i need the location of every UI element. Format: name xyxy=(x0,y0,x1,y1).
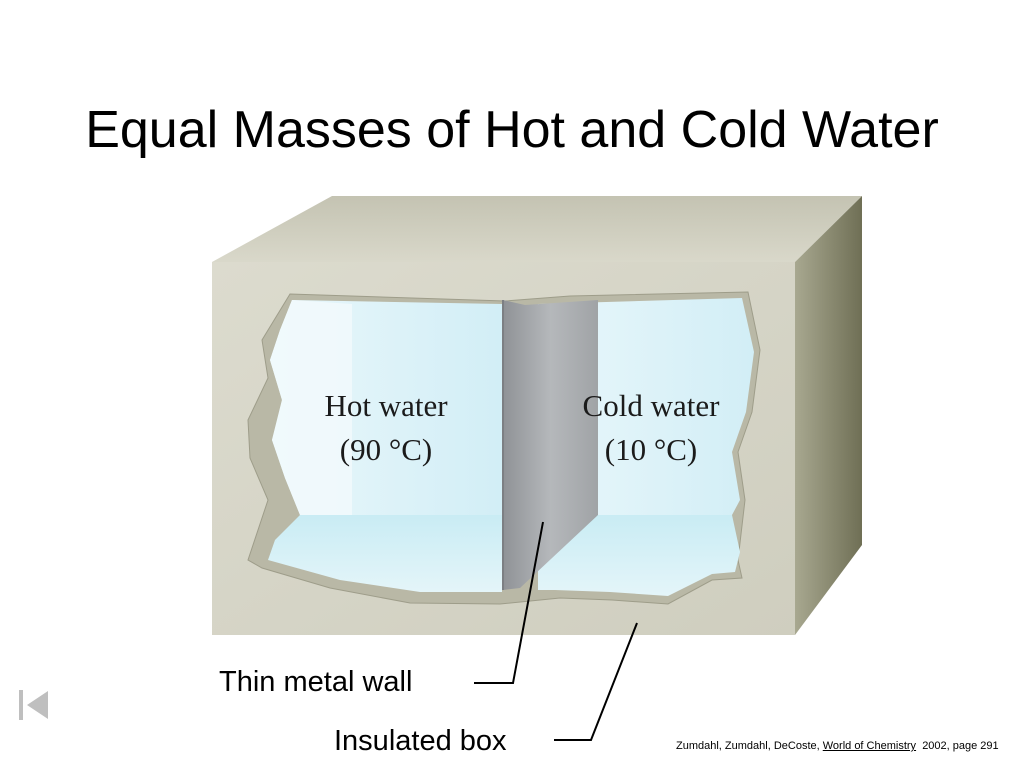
citation-authors: Zumdahl, Zumdahl, DeCoste, xyxy=(676,740,820,752)
wall-leader-line xyxy=(474,521,544,684)
insulated-box-callout: Insulated box xyxy=(334,725,507,757)
thin-metal-wall xyxy=(503,300,598,590)
slide-title: Equal Masses of Hot and Cold Water xyxy=(85,101,939,159)
first-slide-button[interactable] xyxy=(16,688,52,722)
citation-book-link[interactable]: World of Chemistry xyxy=(822,740,917,752)
hot-water-label: Hot water xyxy=(324,388,448,423)
hot-water-temperature: (90 °C) xyxy=(340,432,432,467)
box-side-face xyxy=(795,196,862,635)
box-leader-line xyxy=(554,622,638,741)
box-top-face xyxy=(212,196,862,262)
citation: Zumdahl, Zumdahl, DeCoste, World of Chem… xyxy=(676,740,999,752)
thin-metal-wall-callout: Thin metal wall xyxy=(219,666,413,698)
first-slide-icon xyxy=(19,690,48,720)
inner-chamber xyxy=(268,298,754,596)
cold-water-temperature: (10 °C) xyxy=(605,432,697,467)
citation-details: 2002, page 291 xyxy=(922,740,999,752)
cold-water-label: Cold water xyxy=(583,388,721,423)
